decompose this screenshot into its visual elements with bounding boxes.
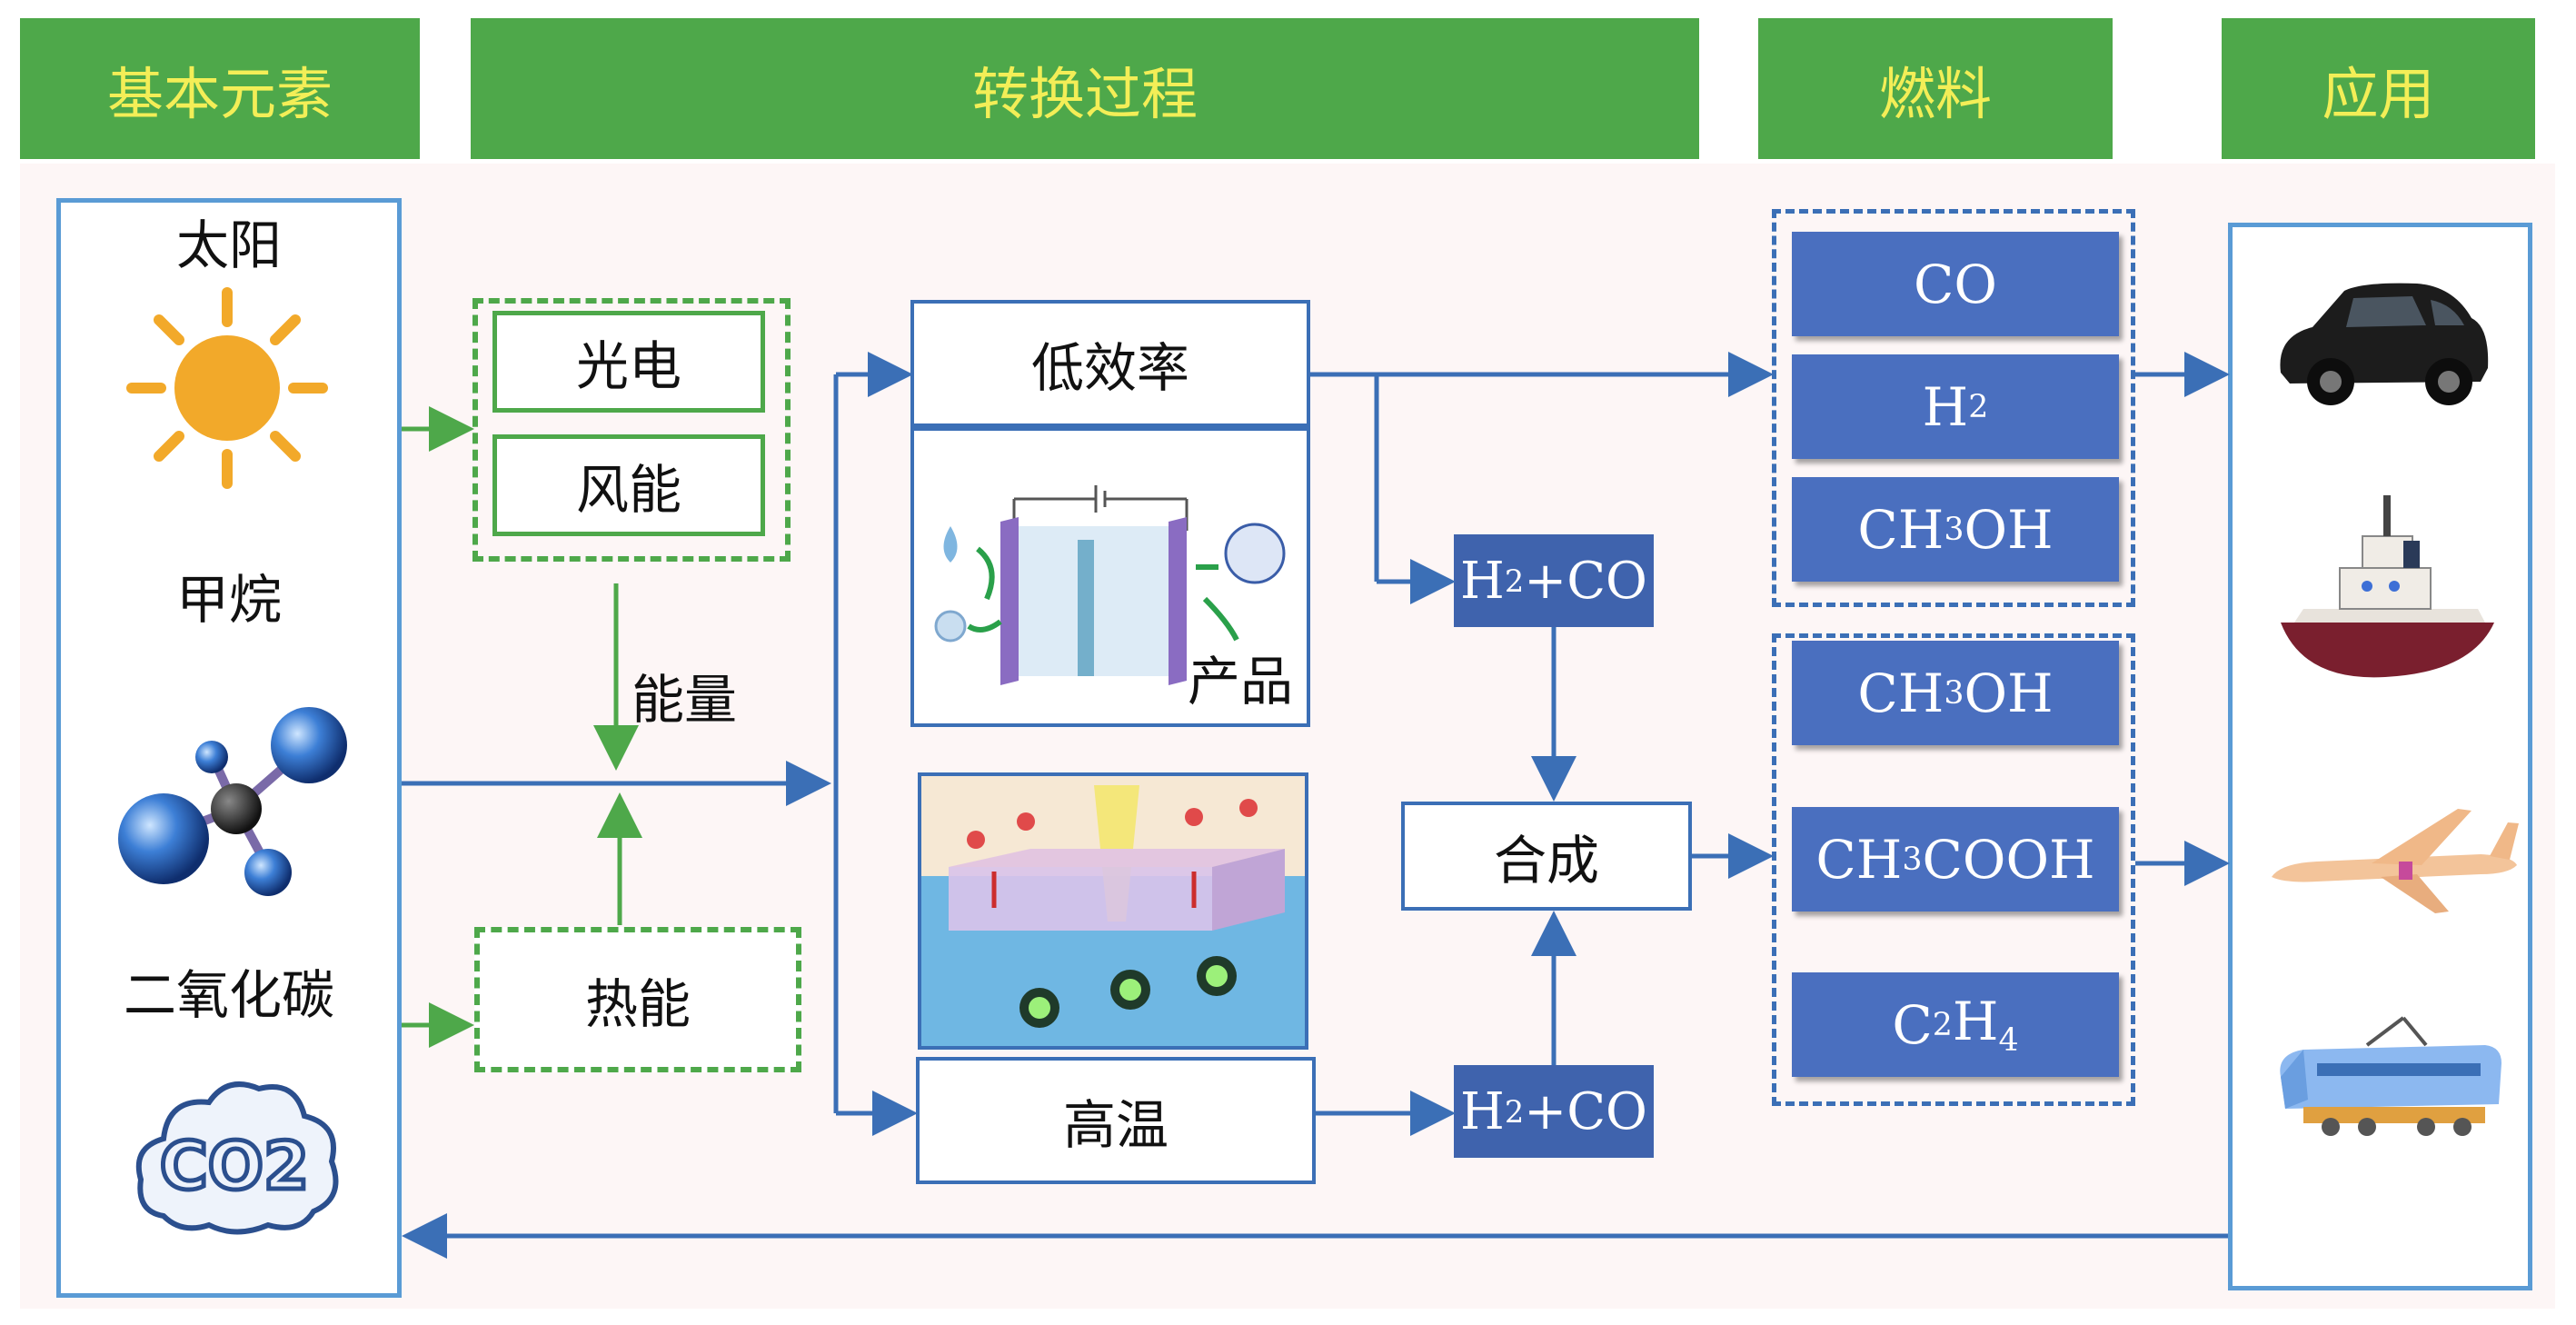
renewable-energy-group <box>472 298 791 562</box>
high-temp-reactor-panel <box>918 772 1308 1050</box>
header-application: 应用 <box>2222 18 2535 159</box>
thermochemical-reactor-icon <box>921 776 1305 1046</box>
ship-icon <box>2281 495 2494 678</box>
wind-energy-box: 风能 <box>492 434 765 536</box>
low-efficiency-box: 低效率 <box>910 300 1310 427</box>
heat-energy-box: 热能 <box>474 927 801 1072</box>
sun-icon <box>126 287 328 489</box>
co2-label: 二氧化碳 <box>123 964 334 1026</box>
electrolysis-cell-icon <box>934 485 1286 685</box>
co2-cloud-text: CO2 <box>160 1128 309 1204</box>
train-icon <box>2280 1016 2501 1136</box>
airplane-icon <box>2272 809 2519 913</box>
car-icon <box>2280 283 2489 405</box>
photovoltaic-box: 光电 <box>492 311 765 413</box>
energy-label: 能量 <box>632 669 738 731</box>
high-temp-box: 高温 <box>916 1057 1316 1184</box>
fuel-group-1 <box>1772 209 2135 607</box>
header-fuel: 燃料 <box>1758 18 2113 159</box>
fuel-ethylene-tail: H4 <box>1952 990 2019 1060</box>
methane-molecule-icon <box>118 707 347 896</box>
methane-label: 甲烷 <box>175 569 282 631</box>
co2-cloud-icon: CO2 <box>135 1081 339 1235</box>
header-process: 转换过程 <box>471 18 1699 159</box>
product-label: 产品 <box>1187 651 1293 712</box>
fuel-group-2 <box>1772 633 2135 1106</box>
sun-label: 太阳 <box>175 214 282 276</box>
header-elements: 基本元素 <box>20 18 420 159</box>
fuel-co: CO <box>1792 232 2119 336</box>
electrolysis-panel <box>910 427 1310 727</box>
synthesis-box: 合成 <box>1401 802 1692 911</box>
